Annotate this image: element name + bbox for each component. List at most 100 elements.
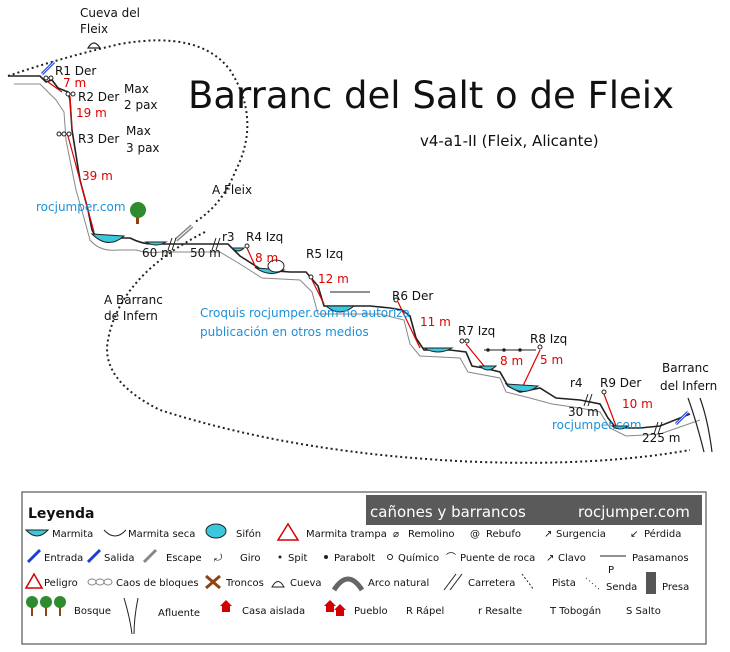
rope-r9 [603, 393, 617, 427]
legend-sifon-icon [205, 523, 227, 539]
label-r3-len: 39 m [82, 169, 113, 183]
legend-caos-bloques-icon [87, 578, 113, 586]
copyright-line-2: publicación en otros medios [200, 325, 369, 339]
legend-salida-icon [86, 548, 102, 564]
resalte-marks [167, 237, 663, 435]
label-r3-max2: 3 pax [126, 141, 160, 155]
legend-giro: Giro [240, 553, 261, 564]
label-r6: R6 Der [392, 289, 433, 303]
legend-carretera-icon [443, 573, 463, 591]
rope-r7 [465, 343, 485, 367]
label-r2: R2 Der [78, 90, 119, 104]
legend-presa: Presa [662, 582, 689, 593]
rope-r3 [67, 135, 95, 233]
legend-resalte: r Resalte [478, 606, 522, 617]
legend-afluente-icon [123, 597, 139, 635]
cave-icon [86, 42, 102, 49]
label-r3-max1: Max [126, 124, 151, 138]
legend-pista: Pista [552, 578, 576, 589]
legend-casa-aislada-icon [220, 600, 232, 612]
legend-troncos-icon [205, 574, 221, 590]
legend-casa-aislada: Casa aislada [242, 606, 305, 617]
label-r8-len: 5 m [540, 353, 563, 367]
legend-troncos: Troncos [225, 578, 264, 589]
rope-r6 [397, 301, 421, 349]
rope-r1 [47, 81, 63, 93]
legend-spit-icon [278, 555, 282, 559]
legend-remolino-icon: ⌀ [393, 529, 399, 540]
legend-escape-icon [142, 548, 158, 564]
label-r5: R5 Izq [306, 247, 343, 261]
legend-puente-roca: Puente de roca [460, 553, 535, 564]
legend-pista-icon [521, 573, 535, 591]
legend-remolino: Remolino [408, 529, 455, 540]
legend-banner-right: rocjumper.com [578, 503, 690, 521]
label-a-fleix: A Fleix [212, 183, 252, 197]
legend-presa-icon [646, 572, 656, 594]
legend-afluente: Afluente [158, 608, 200, 619]
legend-rapel: R Rápel [406, 605, 444, 617]
approach-path-upper [7, 39, 249, 223]
legend-senda: Senda [606, 582, 637, 593]
canyon-profile-lower-wall [14, 83, 701, 437]
legend-parabolt-icon [324, 555, 328, 559]
legend-cueva: Cueva [290, 578, 322, 589]
label-r5-len: 12 m [318, 272, 349, 286]
legend-carretera: Carretera [468, 578, 515, 589]
legend-clavo-mark: P [608, 565, 614, 576]
legend-bosque-icon [26, 596, 66, 616]
return-path-lower [106, 231, 691, 464]
legend-perdida: Pérdida [644, 528, 681, 540]
label-r4: R4 Izq [246, 230, 283, 244]
legend-marmita-seca-icon [103, 529, 127, 537]
label-r1-len: 7 m [63, 76, 86, 90]
boulder [267, 259, 285, 273]
watermark-2: rocjumper.com [552, 418, 642, 432]
legend-rebufo-icon: @ [470, 529, 480, 540]
exit-icon [674, 410, 690, 426]
label-r6-len: 11 m [420, 315, 451, 329]
legend-rebufo: Rebufo [486, 529, 521, 540]
watermark-1: rocjumper.com [36, 200, 126, 214]
legend-cueva-icon [271, 581, 285, 588]
legend-caos-bloques: Caos de bloques [116, 578, 199, 589]
legend-giro-icon: ⤾ [214, 553, 223, 564]
copyright-line-1: Croquis rocjumper.com no autoriza [200, 306, 410, 320]
legend-spit: Spit [288, 553, 307, 564]
legend-marmita-icon [24, 529, 50, 537]
legend-puente-roca-icon: ⌒ [446, 552, 456, 564]
legend-marmita-trampa-icon [276, 522, 300, 541]
label-r9-len: 10 m [622, 397, 653, 411]
entry-icon [40, 60, 56, 76]
label-50m: 50 m [190, 246, 221, 260]
label-r7: R7 Izq [458, 324, 495, 338]
legend-escape: Escape [166, 553, 202, 564]
rope-r5 [311, 279, 325, 305]
label-a-barranc-2: de Infern [104, 309, 158, 323]
legend-marmita-seca: Marmita seca [128, 529, 195, 540]
label-r8: R8 Izq [530, 332, 567, 346]
page-title: Barranc del Salt o de Fleix [188, 74, 674, 117]
label-a-barranc-1: A Barranc [104, 293, 163, 307]
anchors [43, 75, 607, 395]
label-r9: R9 Der [600, 376, 641, 390]
legend-entrada: Entrada [44, 553, 83, 564]
label-cueva-1: Cueva del [80, 6, 140, 20]
legend-surgencia-icon: ↗ [544, 529, 552, 540]
legend-salto: S Salto [626, 606, 661, 617]
legend-tobogan: T Tobogán [549, 605, 601, 617]
legend-heading: Leyenda [28, 506, 94, 522]
label-r2-len: 19 m [76, 106, 107, 120]
legend-salida: Salida [104, 553, 135, 564]
tributary-infern-2 [699, 397, 713, 453]
legend-box: Leyenda cañones y barrancos rocjumper.co… [21, 491, 707, 645]
tree-icon [130, 202, 146, 224]
label-barranc-infern-1: Barranc [662, 361, 709, 375]
legend-perdida-icon: ↙ [630, 529, 638, 540]
label-225m: 225 m [642, 431, 680, 445]
legend-banner-left: cañones y barrancos [370, 503, 526, 521]
label-r4-len: 8 m [255, 251, 278, 265]
legend-sifon: Sifón [236, 528, 261, 540]
legend-pasamanos: Pasamanos [632, 553, 689, 564]
legend-peligro-icon [24, 572, 44, 589]
